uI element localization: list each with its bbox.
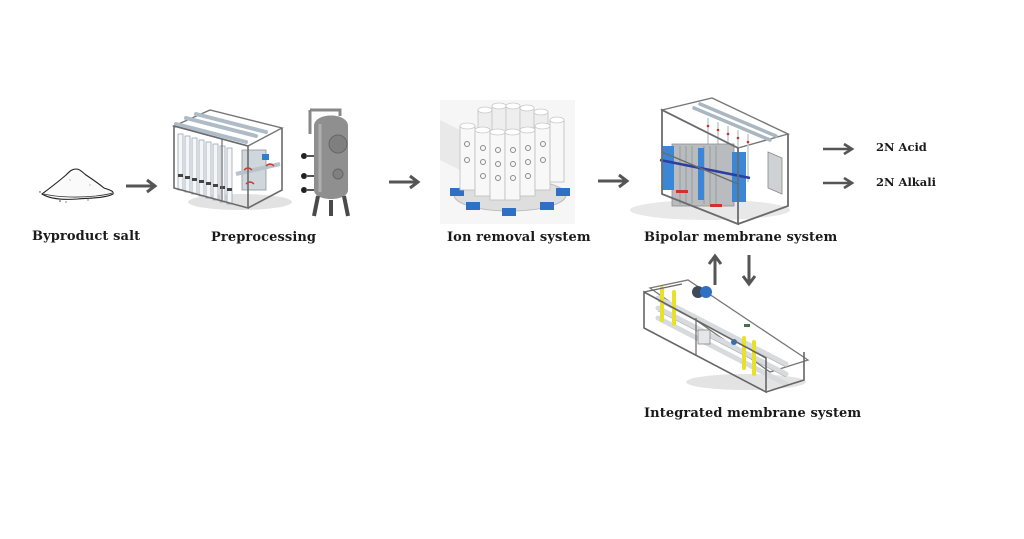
arrow-preprocessing-to-ion-removal (388, 174, 422, 190)
membrane-skid-icon (643, 279, 810, 394)
salt-pile-icon (39, 168, 114, 203)
node-label-integrated-membrane-system: Integrated membrane system (644, 406, 862, 421)
pressure-vessel-icon (301, 108, 350, 217)
right-arrow-icon (823, 142, 855, 156)
right-arrow-icon (126, 178, 158, 194)
arrow-bipolar-to-integrated (741, 254, 757, 287)
node-label-ion-removal-system: Ion removal system (447, 230, 591, 245)
arrow-bipolar-to-acid (822, 142, 856, 156)
node-label-bipolar-membrane-system: Bipolar membrane system (644, 230, 838, 245)
right-arrow-icon (598, 173, 630, 189)
node-label-preprocessing: Preprocessing (211, 230, 317, 245)
arrow-integrated-to-bipolar (707, 253, 723, 286)
right-arrow-icon (823, 176, 855, 190)
down-arrow-icon (741, 255, 757, 287)
bipolar-membrane-electrodialysis-skid-icon (630, 97, 790, 226)
preprocessing-node (162, 104, 357, 219)
salt-node (36, 160, 120, 204)
ultrafiltration-skid-icon (171, 109, 292, 210)
ion-exchange-column-ring-icon (440, 100, 575, 224)
node-label-byproduct-salt: Byproduct salt (32, 229, 141, 244)
up-arrow-icon (707, 253, 723, 285)
arrow-ion-removal-to-bipolar (597, 173, 631, 189)
output-label-acid: 2N Acid (876, 140, 927, 154)
arrow-salt-to-preprocessing (125, 178, 159, 194)
right-arrow-icon (389, 174, 421, 190)
output-label-alkali: 2N Alkali (876, 175, 936, 189)
bipolar-membrane-node (620, 96, 795, 226)
arrow-bipolar-to-alkali (822, 176, 856, 190)
ion-removal-node (440, 100, 575, 224)
integrated-membrane-node (636, 279, 816, 395)
